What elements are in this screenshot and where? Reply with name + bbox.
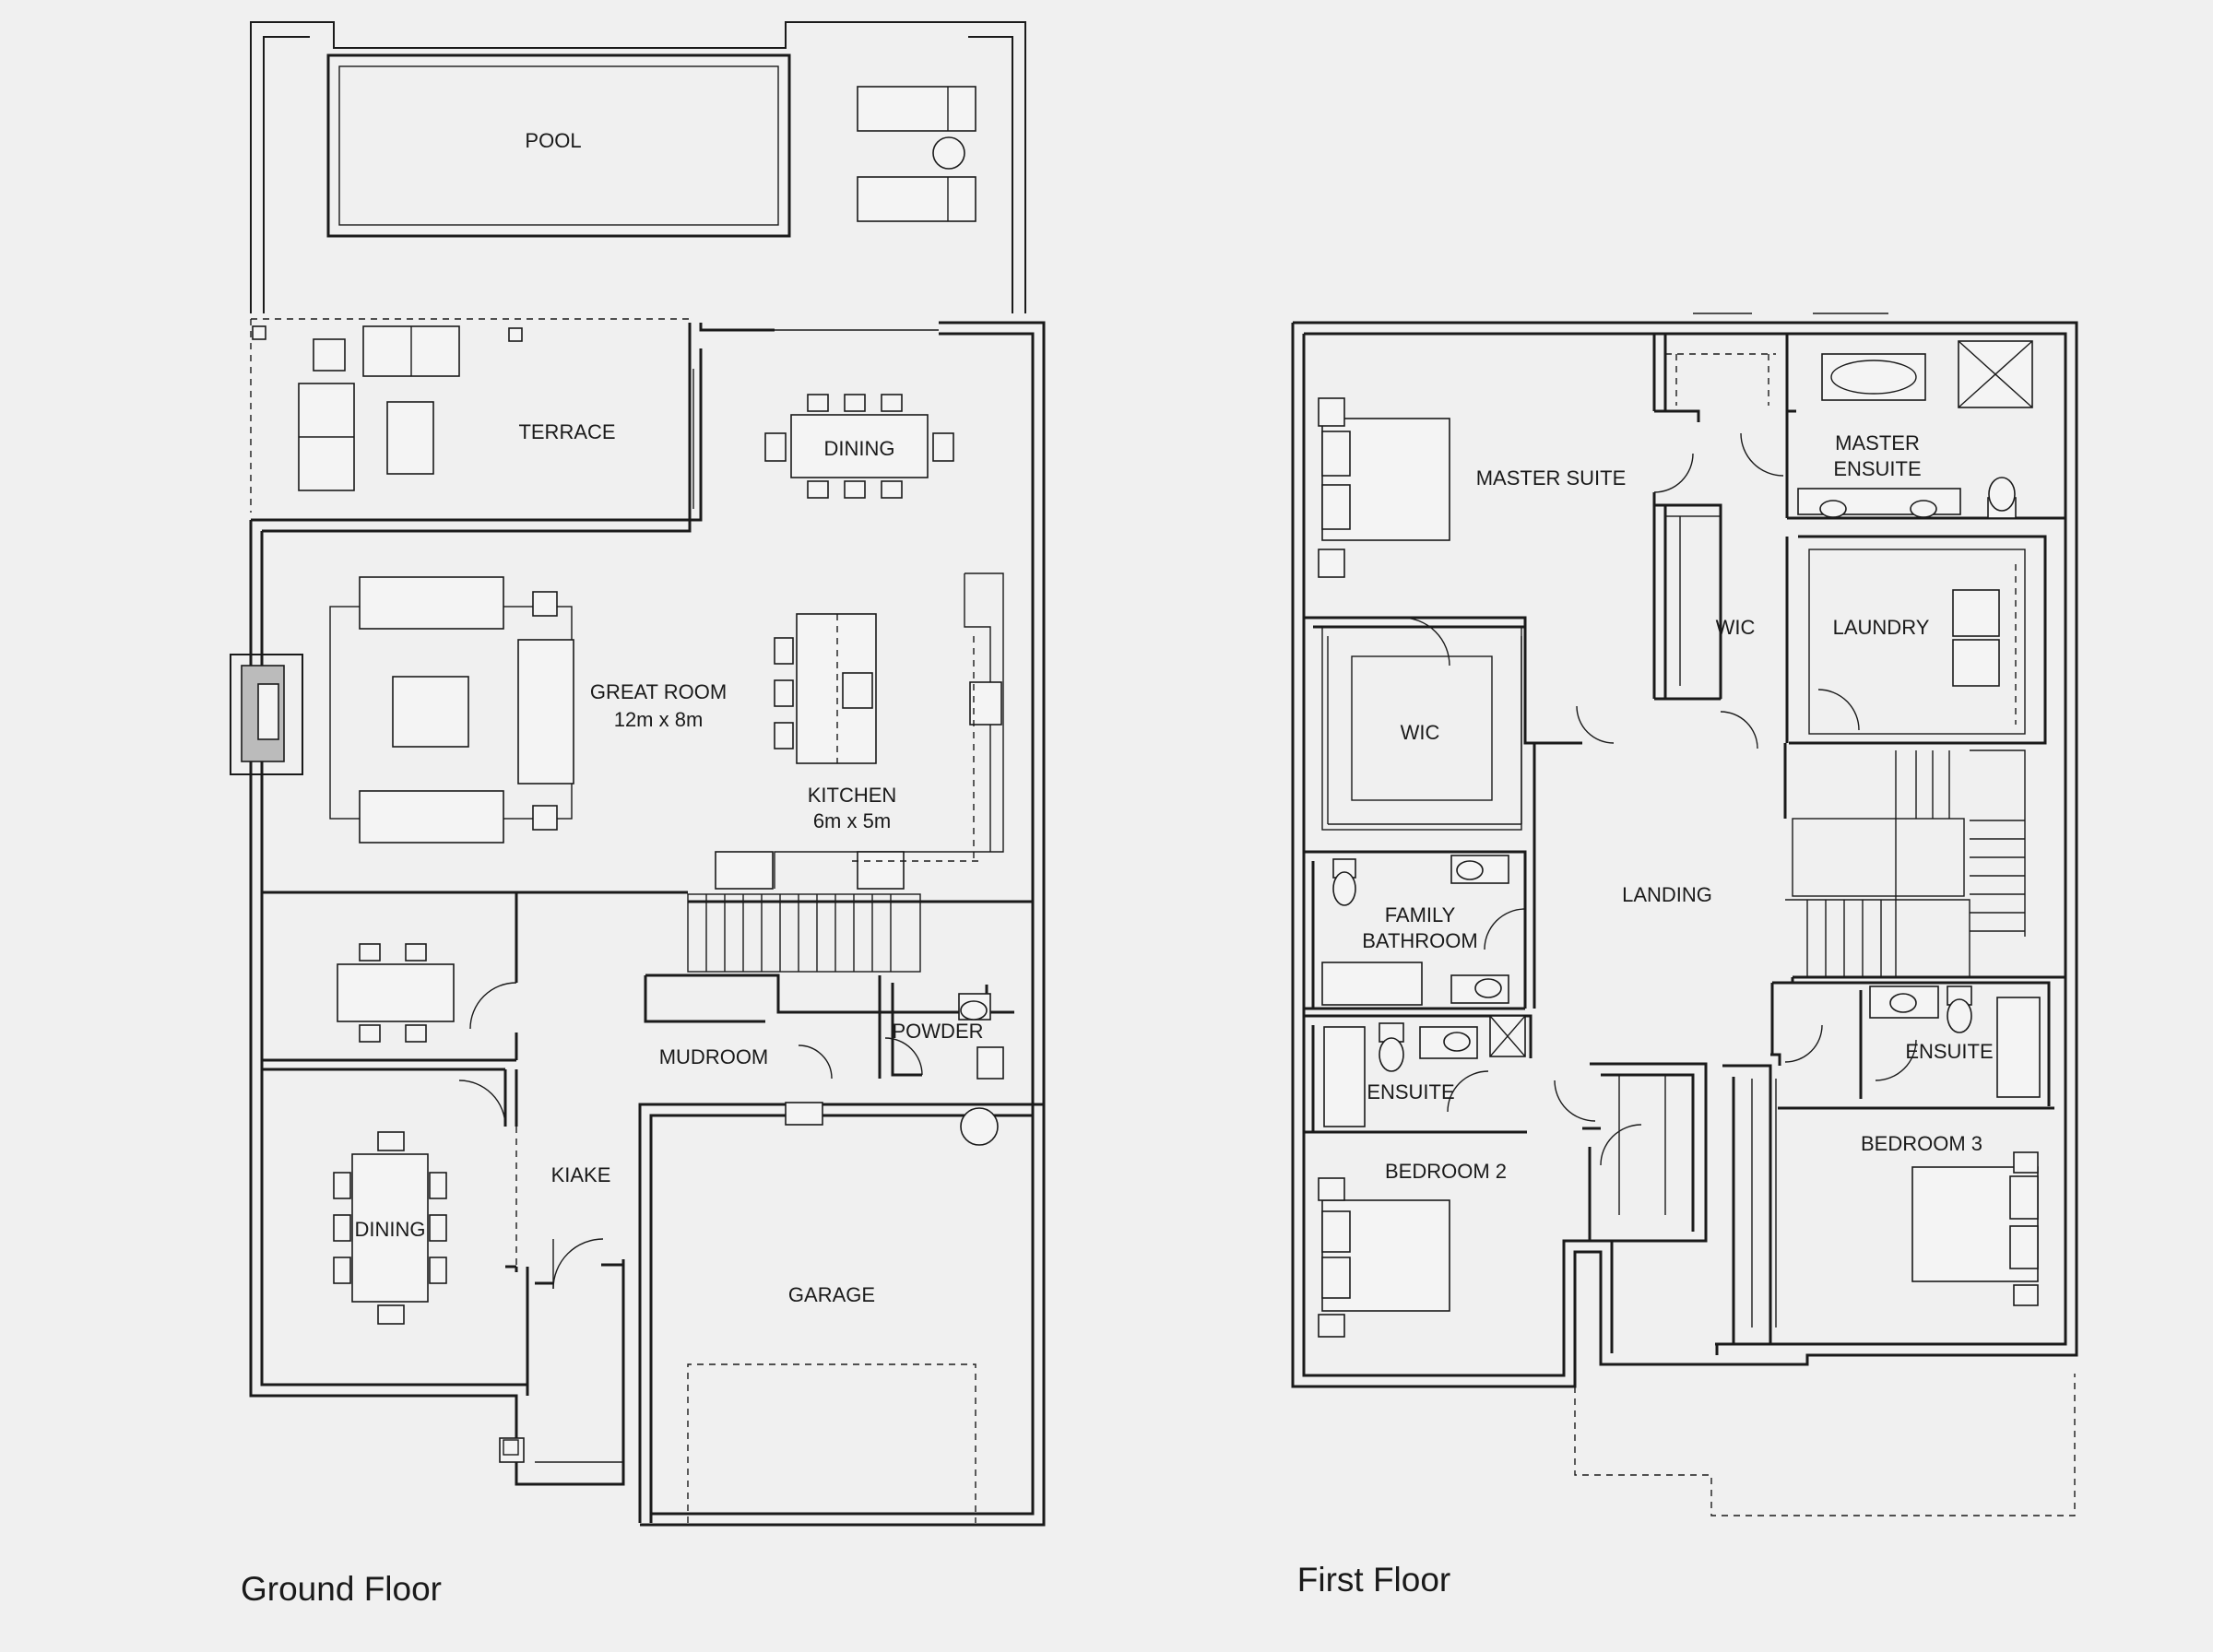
floor-title-first: First Floor [1297,1561,1451,1599]
room-label-family-bathroom-2: BATHROOM [1362,929,1477,952]
room-size-great-room: 12m x 8m [614,708,704,731]
room-label-dining-lower: DINING [355,1218,426,1241]
room-label-kiake: KIAKE [551,1163,611,1186]
floor-title-ground: Ground Floor [241,1570,442,1608]
room-label-powder: POWDER [893,1020,984,1043]
room-label-dining-upper: DINING [824,437,895,460]
room-label-wic-center: WIC [1716,616,1756,639]
room-label-family-bathroom-1: FAMILY [1385,903,1456,926]
first-floor-labels: MASTER SUITE MASTER ENSUITE WIC WIC LAUN… [1297,431,1994,1599]
room-label-ensuite-left: ENSUITE [1367,1080,1454,1103]
room-size-kitchen: 6m x 5m [813,809,891,832]
room-label-pool: POOL [525,129,581,152]
room-label-terrace: TERRACE [518,420,615,443]
room-label-master-ensuite-2: ENSUITE [1833,457,1921,480]
room-label-master-suite: MASTER SUITE [1476,466,1627,490]
first-floor-plan [1291,313,2078,1516]
room-label-wic-master: WIC [1401,721,1440,744]
room-label-ensuite-right: ENSUITE [1905,1040,1993,1063]
room-label-garage: GARAGE [788,1283,875,1306]
room-label-laundry: LAUNDRY [1833,616,1930,639]
room-label-bedroom-3: BEDROOM 3 [1861,1132,1982,1155]
room-label-bedroom-2: BEDROOM 2 [1385,1160,1507,1183]
room-label-landing: LANDING [1622,883,1712,906]
ground-floor-labels: POOL TERRACE DINING GREAT ROOM 12m x 8m … [241,129,984,1608]
room-label-master-ensuite-1: MASTER [1835,431,1920,454]
room-label-mudroom: MUDROOM [659,1045,769,1068]
pool [326,53,791,238]
ground-floor-plan [230,21,1046,1527]
room-label-kitchen: KITCHEN [808,784,897,807]
room-label-great-room: GREAT ROOM [590,680,727,703]
